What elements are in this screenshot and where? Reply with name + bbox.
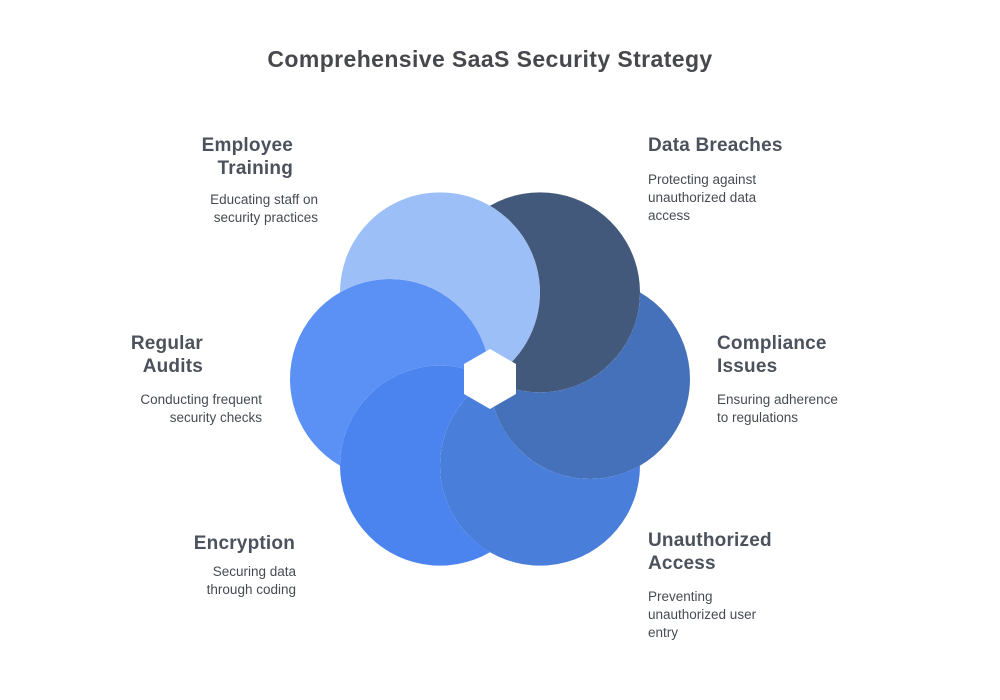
regular-audits-body-line: Conducting frequent: [140, 392, 262, 407]
compliance-issues-heading-line: Compliance: [717, 333, 827, 354]
data-breaches-body-line: Protecting against: [648, 172, 757, 187]
petal-data-breaches: [490, 192, 640, 393]
compliance-issues-heading-line: Issues: [717, 356, 778, 377]
encryption-body-line: through coding: [206, 582, 296, 597]
encryption-body-line: Securing data: [212, 564, 296, 579]
petal-encryption: [340, 365, 490, 566]
compliance-issues-body-line: to regulations: [717, 410, 799, 425]
petal-unauthorized-access: [440, 379, 640, 566]
encryption-heading: Encryption: [194, 532, 295, 555]
compliance-issues-body: Ensuring adherence to regulations: [717, 391, 838, 427]
unauthorized-access-heading-line: Access: [648, 553, 716, 574]
petal-compliance-issues: [490, 292, 690, 480]
unauthorized-access-heading-line: Unauthorized: [648, 530, 772, 551]
regular-audits-body-line: security checks: [169, 410, 262, 425]
data-breaches-heading: Data Breaches: [648, 134, 783, 157]
data-breaches-body: Protecting against unauthorized data acces…: [648, 171, 756, 225]
regular-audits-body: Conducting frequent security checks: [140, 391, 262, 427]
petal-group: [290, 192, 690, 566]
unauthorized-access-body: Preventing unauthorized user entry: [648, 588, 756, 642]
employee-training-body-line: Educating staff on: [210, 192, 318, 207]
regular-audits-heading-line: Regular: [130, 333, 203, 354]
unauthorized-access-body-line: entry: [648, 625, 679, 640]
data-breaches-heading-line: Data Breaches: [648, 135, 783, 156]
petal-regular-audits: [290, 278, 490, 466]
unauthorized-access-body-line: unauthorized user: [648, 607, 757, 622]
regular-audits-heading-line: Audits: [142, 356, 203, 377]
center-hexagon: [464, 349, 516, 409]
employee-training-heading-line: Training: [217, 158, 293, 179]
encryption-body: Securing data through coding: [207, 563, 296, 599]
compliance-issues-body-line: Ensuring adherence: [717, 392, 838, 407]
data-breaches-body-line: unauthorized data: [648, 190, 757, 205]
employee-training-heading-line: Employee: [201, 135, 293, 156]
unauthorized-access-body-line: Preventing: [648, 589, 713, 604]
employee-training-body-line: security practices: [213, 210, 318, 225]
petal-employee-training: [340, 192, 540, 379]
page-title: Comprehensive SaaS Security Strategy: [267, 46, 713, 72]
encryption-heading-line: Encryption: [193, 533, 295, 554]
employee-training-body: Educating staff on security practices: [210, 191, 318, 227]
data-breaches-body-line: access: [648, 208, 691, 223]
